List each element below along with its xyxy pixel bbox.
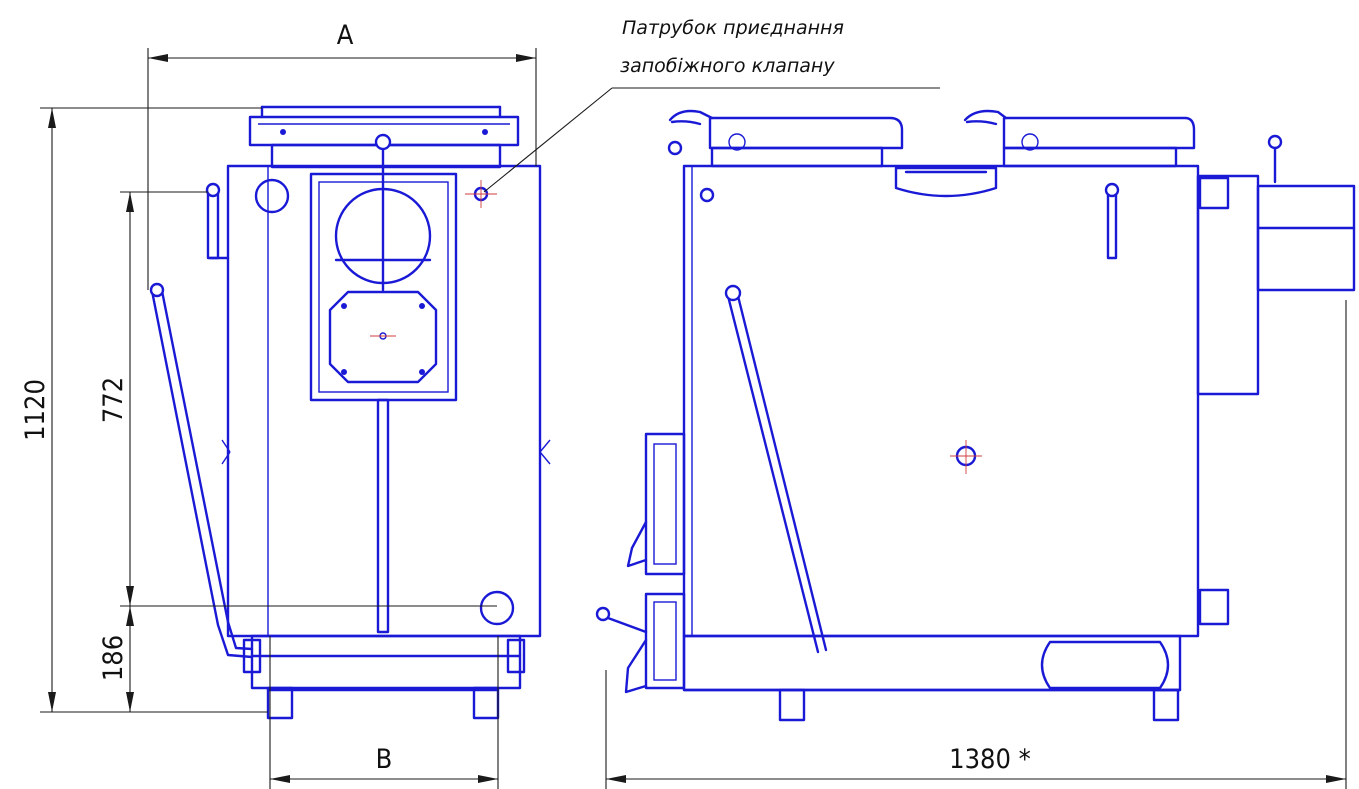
dimensions-layer: A B 1120 772 186 1380 * Патрубок приєдна… (20, 17, 1347, 789)
side-poker (726, 294, 828, 654)
ash-chamber (1040, 640, 1170, 690)
side-lid-front (708, 116, 904, 150)
dim-label-a: A (337, 20, 354, 51)
front-poker (150, 289, 254, 659)
side-view (595, 109, 1356, 722)
dim-label-772: 772 (98, 377, 129, 423)
lower-door (644, 592, 686, 690)
side-top-connector (894, 166, 998, 198)
front-view (149, 105, 551, 720)
return-pipe (479, 590, 515, 626)
side-body (682, 164, 1200, 638)
dim-label-1380: 1380 * (949, 744, 1031, 775)
callout-line-1: Патрубок приєднання (622, 17, 844, 39)
front-base (250, 634, 522, 690)
callout-line-2: запобіжного клапану (620, 55, 835, 77)
dim-label-186: 186 (98, 635, 129, 681)
upper-door (644, 432, 686, 576)
side-base (682, 634, 1182, 692)
dim-label-b: B (376, 744, 393, 775)
side-lever (1106, 190, 1118, 260)
inspection-plate (328, 290, 438, 384)
front-lever-handle (206, 188, 220, 260)
dim-label-1120: 1120 (20, 379, 51, 441)
outlet-pipe-top (254, 178, 290, 214)
side-sight-hole (699, 187, 715, 203)
rear-flue-pipe (1256, 184, 1356, 292)
callout-leader (483, 87, 613, 193)
front-rod (376, 398, 390, 634)
side-lid-rear (1002, 116, 1196, 150)
